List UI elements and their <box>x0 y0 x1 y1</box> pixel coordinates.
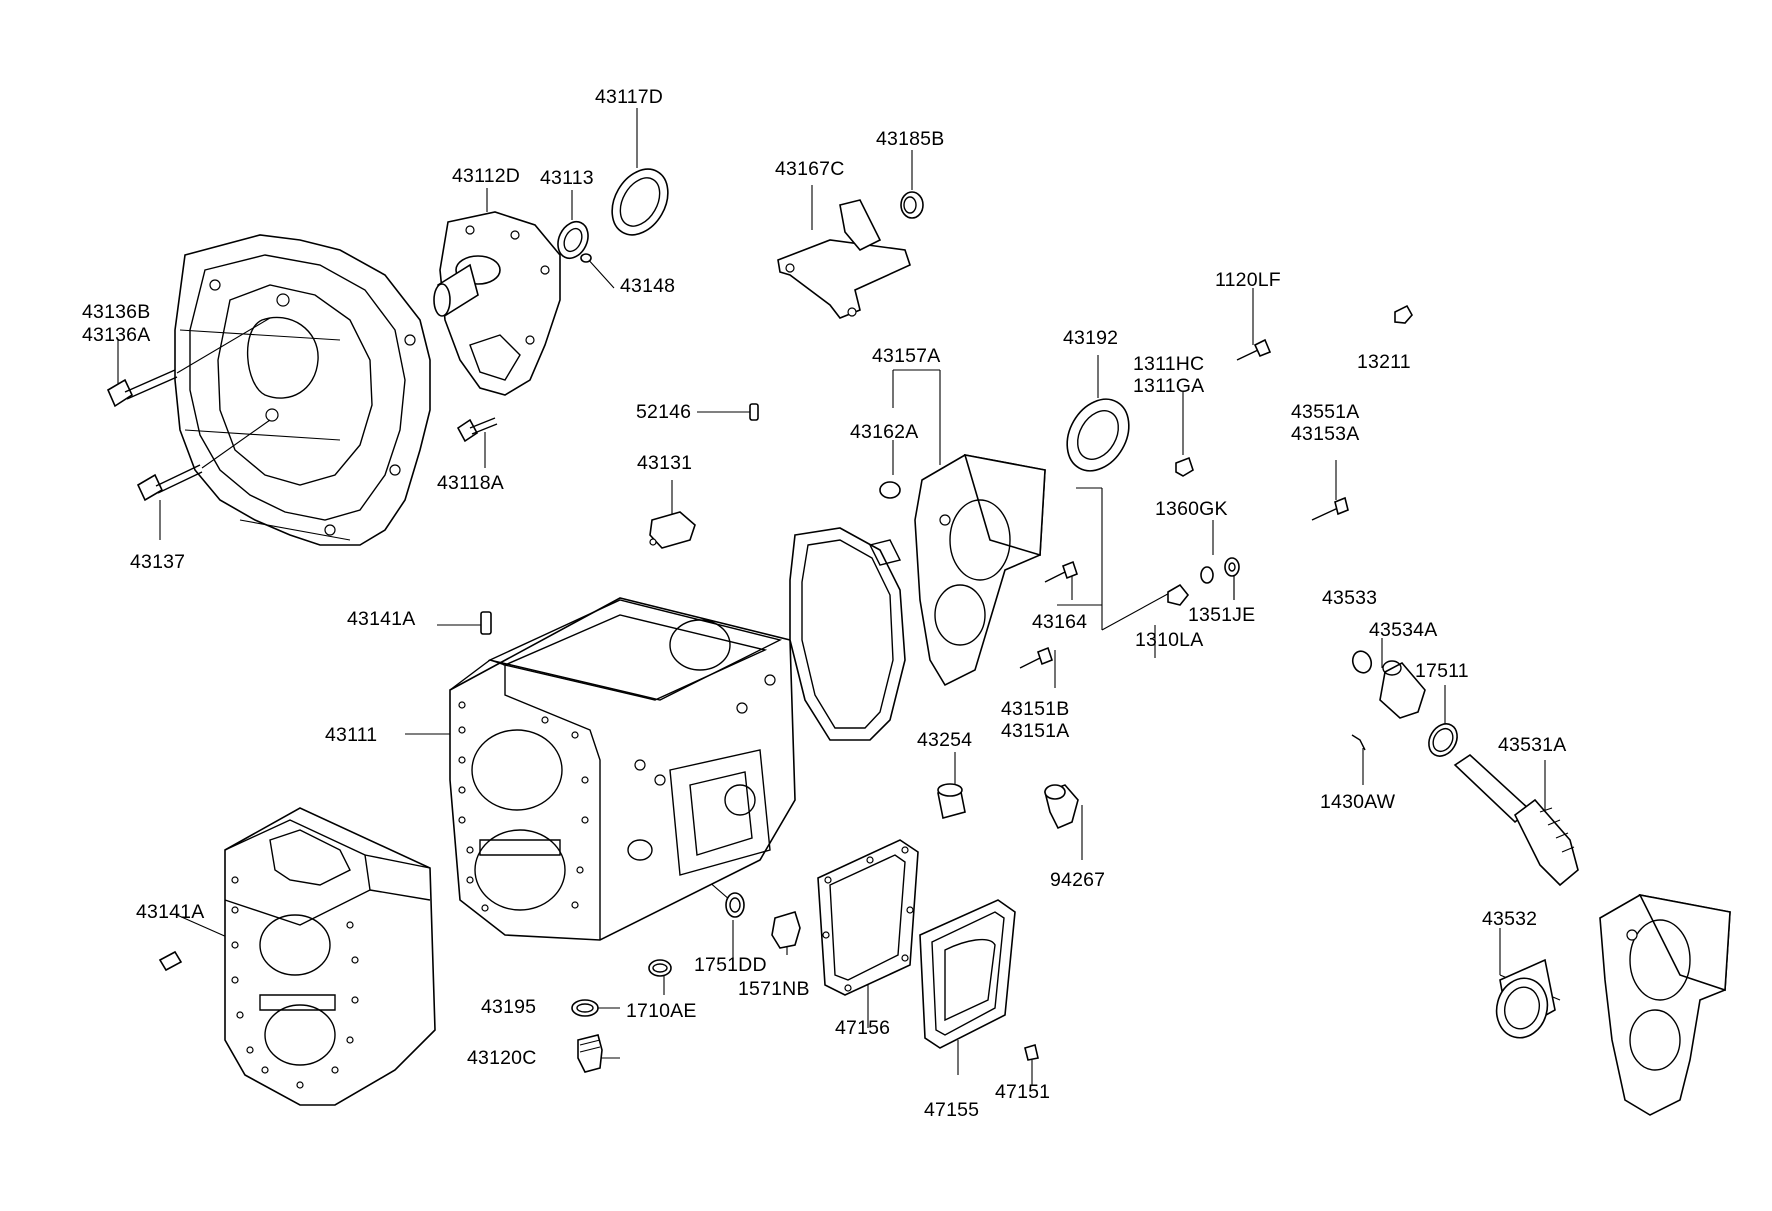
bushing-43533-shape <box>1351 650 1373 674</box>
bolt-43551A-shape <box>1311 496 1349 521</box>
label-43112D[interactable]: 43112D <box>452 165 520 187</box>
gasket-large-shape <box>789 527 906 741</box>
plug-43120C-shape <box>577 1034 603 1073</box>
gasket-47156-shape <box>817 839 919 996</box>
washer-1351JE-shape <box>1224 557 1240 577</box>
bolt-43164-shape <box>1044 560 1078 583</box>
label-43137[interactable]: 43137 <box>130 551 185 573</box>
label-1310LA[interactable]: 1310LA <box>1135 629 1203 651</box>
label-43141A-bottom[interactable]: 43141A <box>136 901 204 923</box>
bushing-43254-shape <box>937 783 966 819</box>
oil-seal-43113-shape <box>557 220 589 260</box>
label-43120C[interactable]: 43120C <box>467 1047 537 1069</box>
label-47156[interactable]: 47156 <box>835 1017 890 1039</box>
label-43136A[interactable]: 43136A <box>82 324 150 346</box>
label-47151[interactable]: 47151 <box>995 1081 1050 1103</box>
label-43157A[interactable]: 43157A <box>872 345 940 367</box>
plug-1571NB-shape <box>771 911 801 949</box>
label-13211[interactable]: 13211 <box>1357 351 1411 373</box>
o-ring-1751DD-shape <box>725 892 745 918</box>
label-1751DD[interactable]: 1751DD <box>694 954 767 976</box>
label-43551A[interactable]: 43551A <box>1291 401 1359 423</box>
dowel-52146-shape <box>749 403 759 421</box>
label-1311GA[interactable]: 1311GA <box>1133 375 1204 397</box>
label-43111[interactable]: 43111 <box>325 724 377 746</box>
o-ring-43195-shape <box>571 999 599 1017</box>
label-1360GK[interactable]: 1360GK <box>1155 498 1228 520</box>
label-43117D[interactable]: 43117D <box>595 86 663 108</box>
sleeve-94267-shape <box>1044 784 1079 830</box>
label-17511[interactable]: 17511 <box>1415 660 1469 682</box>
label-1120LF[interactable]: 1120LF <box>1215 269 1281 291</box>
label-43118A[interactable]: 43118A <box>437 472 504 494</box>
label-43533[interactable]: 43533 <box>1322 587 1377 609</box>
label-43164[interactable]: 43164 <box>1032 611 1087 633</box>
clutch-housing-shape <box>174 234 431 546</box>
adapter-housing-shape <box>224 807 436 1106</box>
label-94267[interactable]: 94267 <box>1050 869 1105 891</box>
label-1430AW[interactable]: 1430AW <box>1320 791 1396 813</box>
dowel-43141A-top-shape <box>480 611 492 635</box>
o-ring-17511-shape <box>1428 723 1458 757</box>
bolt-43136-shape <box>106 317 271 408</box>
label-43153A[interactable]: 43153A <box>1291 423 1359 445</box>
front-bearing-retainer-shape <box>433 211 561 396</box>
nut-1311HC-shape <box>1175 456 1194 477</box>
label-47155[interactable]: 47155 <box>924 1099 979 1121</box>
bolt-43118A-shape <box>456 417 498 443</box>
label-1351JE[interactable]: 1351JE <box>1188 604 1255 626</box>
bolt-43151A-shape <box>1019 646 1053 669</box>
dowel-43141A-bottom-shape <box>158 950 183 972</box>
gasket-thin-shape <box>868 539 902 566</box>
nut-13211-shape <box>1394 304 1413 324</box>
extension-housing-shape <box>914 453 1046 687</box>
bolt-1120LF-shape <box>1236 338 1272 361</box>
speedo-gear-43531A-shape <box>1453 753 1579 887</box>
label-43534A[interactable]: 43534A <box>1369 619 1437 641</box>
label-43148[interactable]: 43148 <box>620 275 675 297</box>
nut-1310LA-shape <box>1167 583 1190 606</box>
sensor-43131-shape <box>649 511 696 549</box>
breather-43162A-shape <box>879 481 901 499</box>
label-43131[interactable]: 43131 <box>637 452 692 474</box>
pin-1430AW-shape <box>1351 734 1366 751</box>
transmission-case-shape <box>449 597 796 941</box>
label-43136B[interactable]: 43136B <box>82 301 150 323</box>
label-43254[interactable]: 43254 <box>917 729 972 751</box>
oil-seal-43192-shape <box>1066 398 1130 472</box>
sleeve-43534A-shape <box>1379 660 1426 719</box>
label-43185B[interactable]: 43185B <box>876 128 944 150</box>
oil-seal-43117D-shape <box>611 168 669 236</box>
part-number-labels: 43117D 43185B 43112D 43113 43167C 43148 … <box>82 86 1566 1121</box>
label-43162A[interactable]: 43162A <box>850 421 918 443</box>
label-43531A[interactable]: 43531A <box>1498 734 1566 756</box>
label-1710AE[interactable]: 1710AE <box>626 1000 697 1022</box>
bolt-43137-shape <box>136 419 271 502</box>
label-43151A[interactable]: 43151A <box>1001 720 1069 742</box>
cover-47155-shape <box>919 899 1016 1049</box>
rear-extension-shape <box>1599 893 1731 1116</box>
label-43532[interactable]: 43532 <box>1482 908 1537 930</box>
label-52146[interactable]: 52146 <box>636 401 691 423</box>
bearing-43532-shape <box>1495 958 1556 1039</box>
o-ring-1710AE-shape <box>648 959 672 977</box>
pin-43148-shape <box>580 253 592 263</box>
label-1311HC[interactable]: 1311HC <box>1133 353 1204 375</box>
label-43192[interactable]: 43192 <box>1063 327 1118 349</box>
bushing-43185B-shape <box>900 191 924 219</box>
label-43167C[interactable]: 43167C <box>775 158 845 180</box>
label-1571NB[interactable]: 1571NB <box>738 978 810 1000</box>
label-43113[interactable]: 43113 <box>540 167 594 189</box>
washer-1360GK-shape <box>1200 566 1214 584</box>
plug-47151-shape <box>1024 1043 1039 1061</box>
label-43151B[interactable]: 43151B <box>1001 698 1069 720</box>
bracket-43167C-shape <box>777 199 911 319</box>
label-43141A-top[interactable]: 43141A <box>347 608 415 630</box>
label-43195[interactable]: 43195 <box>481 996 536 1018</box>
